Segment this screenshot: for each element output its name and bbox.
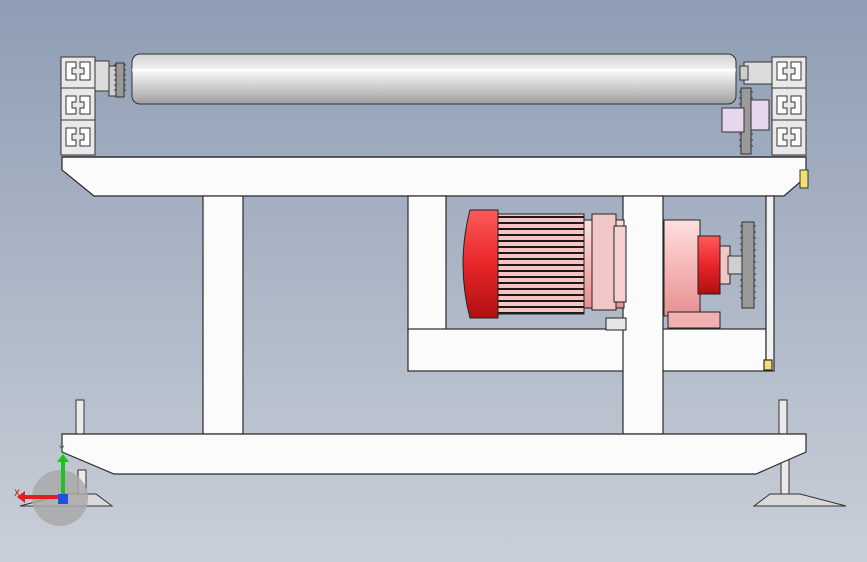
- triad-y-label: Y: [58, 445, 65, 455]
- motor-mounting-frame[interactable]: [407, 195, 775, 372]
- roller[interactable]: [131, 53, 737, 105]
- triad-x-label: X: [14, 489, 20, 499]
- drive-sprocket-icon: [727, 221, 756, 309]
- aluminum-profile-left[interactable]: [60, 56, 96, 156]
- motor[interactable]: [462, 209, 627, 331]
- vertical-leg-right[interactable]: [622, 195, 664, 435]
- end-cap-right: [799, 169, 809, 189]
- sprocket-left-icon: [114, 62, 126, 98]
- top-frame-beam[interactable]: [61, 156, 807, 197]
- sprocket-right-upper-icon: [721, 87, 770, 155]
- vertical-leg-left[interactable]: [202, 195, 244, 435]
- gearbox[interactable]: [663, 219, 731, 329]
- coordinate-triad-icon: X Y: [14, 445, 88, 526]
- roller-bracket-right: [739, 61, 773, 85]
- base-beam[interactable]: [61, 433, 807, 475]
- aluminum-profile-right[interactable]: [771, 56, 807, 156]
